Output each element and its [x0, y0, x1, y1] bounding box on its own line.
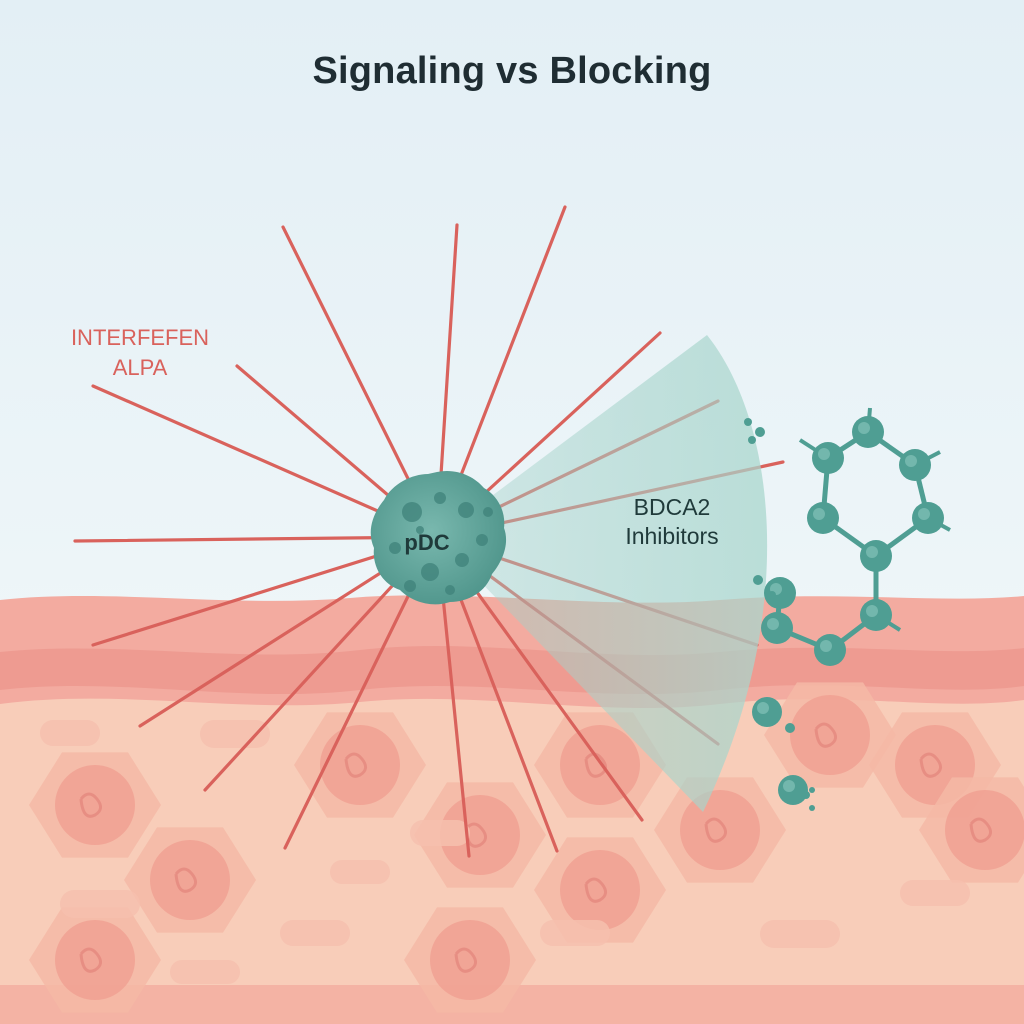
nucleus-texture [584, 877, 607, 903]
molecule-atom-highlight [858, 422, 870, 434]
pdc-cell [370, 470, 507, 605]
pdc-cell-granule [402, 502, 422, 522]
skin-tissue-blob [330, 860, 390, 884]
skin-cell-nucleus [55, 765, 135, 845]
pdc-cell-granule [458, 502, 474, 518]
nucleus-texture [79, 947, 102, 973]
skin-cell-nucleus [945, 790, 1024, 870]
molecule-atom-highlight [767, 618, 779, 630]
skin-cell-nucleus [440, 795, 520, 875]
molecule-fragment [748, 436, 756, 444]
molecule-atom-highlight [818, 448, 830, 460]
pdc-cell-granule [421, 563, 439, 581]
interferon-label-line2: ALPA [112, 355, 168, 380]
skin-tissue-blob [200, 720, 270, 748]
molecule-atom-highlight [918, 508, 930, 520]
pdc-cell-granule [389, 542, 401, 554]
pdc-cell-granule [445, 585, 455, 595]
inhibitor-label-line2: Inhibitors [625, 523, 719, 549]
nucleus-texture [174, 867, 197, 893]
skin-tissue-blob [40, 720, 100, 746]
skin-tissue-blob [170, 960, 240, 984]
blocking-wedge [437, 335, 768, 812]
pdc-cell-granule [476, 534, 488, 546]
nucleus-texture [919, 752, 942, 778]
pdc-cell-granule [416, 526, 424, 534]
skin-tissue-blob [760, 920, 840, 948]
molecule-atom-highlight [813, 508, 825, 520]
molecule-fragment [802, 791, 810, 799]
molecule-atom-highlight [866, 605, 878, 617]
pdc-label: pDC [404, 530, 450, 555]
pdc-cell-granule [434, 492, 446, 504]
molecule-fragment [744, 418, 752, 426]
skin-cell-nucleus [560, 850, 640, 930]
skin-cell-nucleus [680, 790, 760, 870]
skin-tissue-blob [540, 920, 610, 946]
molecule-fragment [768, 591, 776, 599]
nucleus-texture [344, 752, 367, 778]
molecule-atom-highlight [783, 780, 795, 792]
skin-tissue-blob [410, 820, 470, 846]
inhibitor-molecule [744, 407, 951, 811]
molecule-atom-highlight [820, 640, 832, 652]
skin-cell-nucleus [560, 725, 640, 805]
interferon-label-line1: INTERFEFEN [70, 325, 210, 350]
skin-cell-nucleus [320, 725, 400, 805]
skin-cell-nucleus [150, 840, 230, 920]
skin-surface-band [0, 645, 1024, 695]
inhibitor-label-line1: BDCA2 [633, 494, 711, 520]
bdca2-inhibitors-label: BDCA2 Inhibitors [592, 493, 752, 551]
skin-cell-nucleus [55, 920, 135, 1000]
nucleus-texture [79, 792, 102, 818]
skin-cell-nucleus [430, 920, 510, 1000]
molecule-atom-highlight [757, 702, 769, 714]
molecule-atom-highlight [905, 455, 917, 467]
pdc-cell-granule [404, 580, 416, 592]
nucleus-texture [969, 817, 992, 843]
molecule-fragment [755, 427, 765, 437]
nucleus-texture [464, 822, 487, 848]
nucleus-texture [454, 947, 477, 973]
pdc-cell-body [370, 470, 507, 605]
skin-tissue-blob [900, 880, 970, 906]
pdc-cell-granule [483, 507, 493, 517]
molecule-fragment [753, 575, 763, 585]
molecule-fragment [785, 723, 795, 733]
nucleus-texture [814, 722, 837, 748]
nucleus-texture [704, 817, 727, 843]
interferon-alpha-label: INTERFEFEN ALPA [60, 323, 220, 383]
skin-tissue [0, 595, 1024, 1024]
skin-tissue-blob [280, 920, 350, 946]
skin-tissue-blob [60, 890, 140, 918]
molecule-atom-highlight [866, 546, 878, 558]
diagram-title: Signaling vs Blocking [312, 50, 712, 92]
molecule-fragment [809, 787, 815, 793]
molecule-fragment [809, 805, 815, 811]
skin-cell-nucleus [790, 695, 870, 775]
pdc-cell-granule [455, 553, 469, 567]
